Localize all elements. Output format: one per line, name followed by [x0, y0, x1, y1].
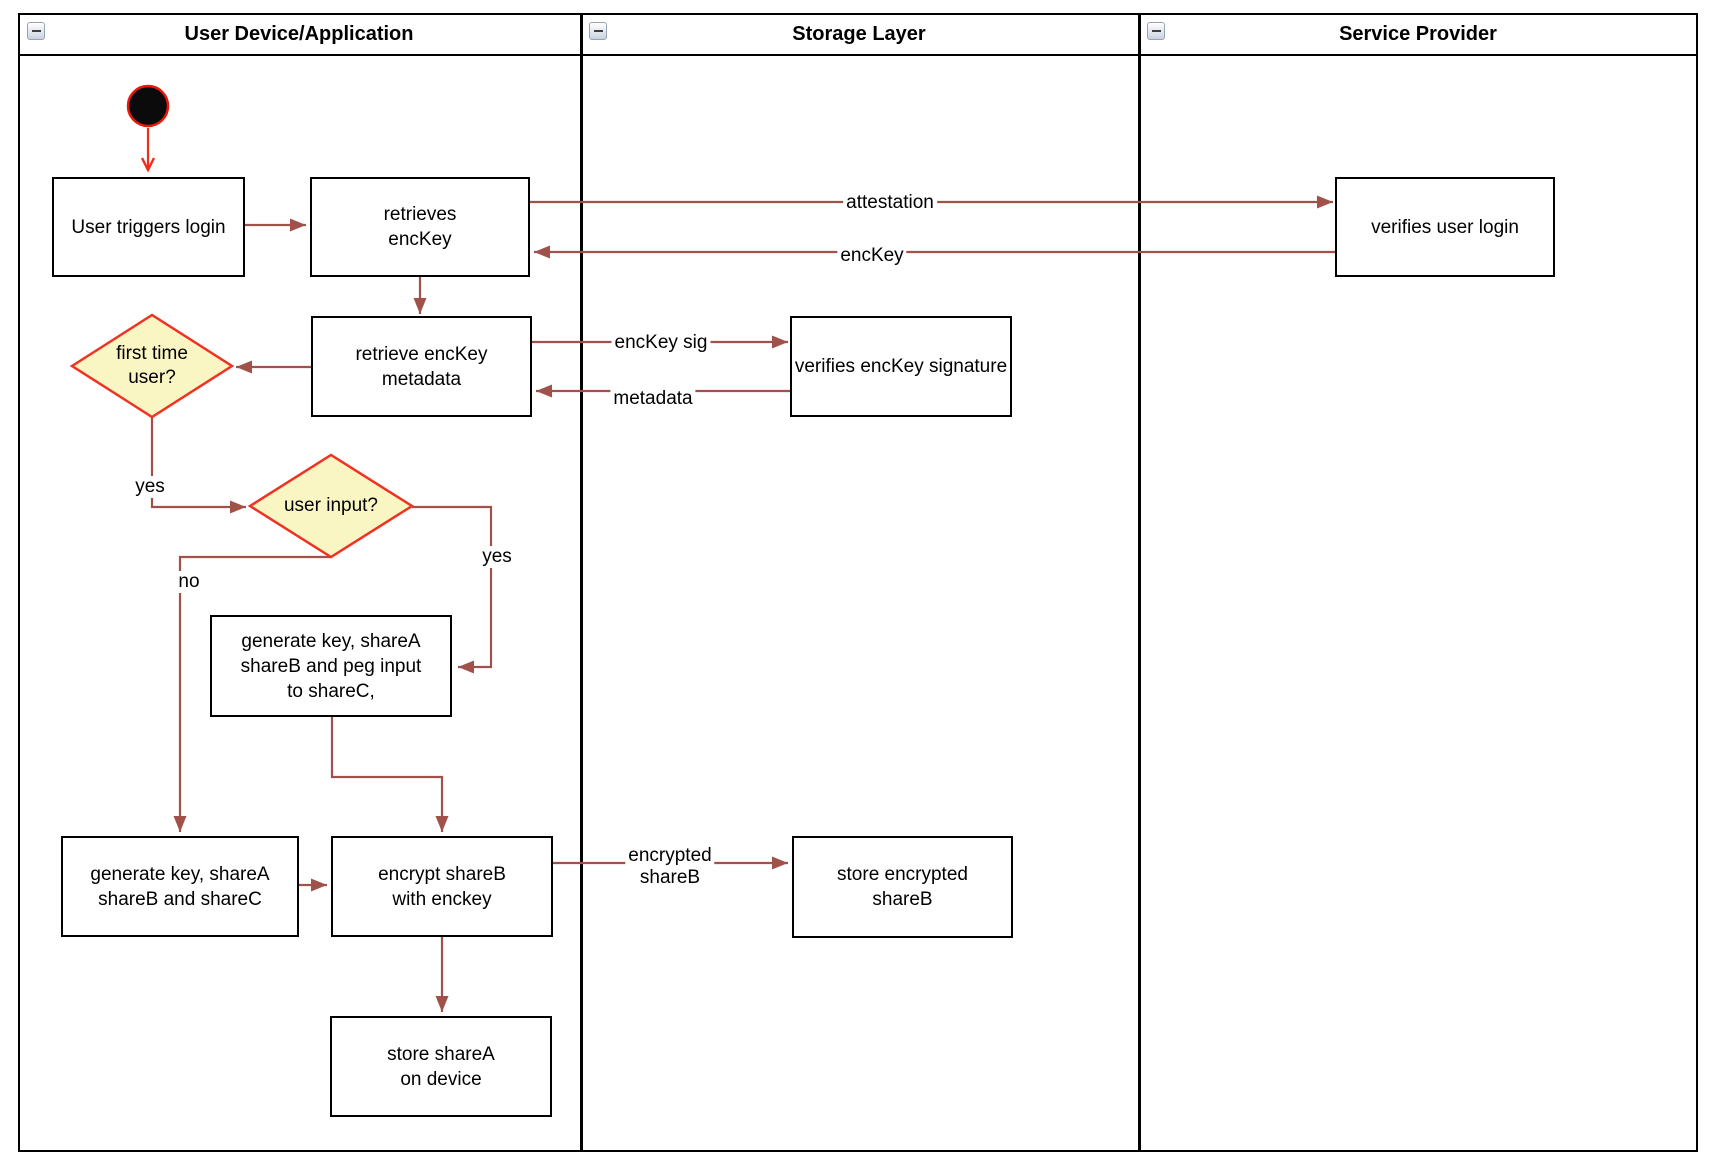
- pool-frame: [18, 13, 1698, 1152]
- edge-peg-to-encrypt: [330, 717, 449, 832]
- lane-title-service-provider: Service Provider: [1339, 23, 1497, 45]
- decision-user-input-label: user input?: [283, 495, 378, 516]
- start-node[interactable]: [126, 84, 170, 128]
- edge-label-encrypted-shareb: encrypted shareB: [625, 845, 715, 889]
- lane-header-storage-layer: Storage Layer: [580, 13, 1138, 56]
- lane-divider-1: [580, 13, 583, 1152]
- minus-icon: [31, 29, 41, 33]
- lane-divider-2: [1138, 13, 1141, 1152]
- collapse-icon[interactable]: [27, 22, 45, 40]
- edge-label-attestation: attestation: [843, 192, 937, 214]
- edge-label-first-time-yes: yes: [132, 476, 168, 498]
- lane-header-service-provider: Service Provider: [1138, 13, 1698, 56]
- collapse-icon[interactable]: [1147, 22, 1165, 40]
- edge-user-input-no: [173, 555, 332, 832]
- edge-label-user-input-no: no: [175, 571, 203, 593]
- node-verifies-user-login[interactable]: verifies user login: [1335, 177, 1555, 277]
- edge-first-time-yes: [150, 417, 246, 514]
- edge-label-user-input-yes: yes: [479, 546, 515, 568]
- lane-header-separator: [18, 53, 1698, 56]
- decision-user-input[interactable]: [247, 453, 415, 559]
- node-retrieve-enckey-metadata[interactable]: retrieve encKey metadata: [311, 316, 532, 417]
- minus-icon: [1151, 29, 1161, 33]
- node-generate-key-peg-input[interactable]: generate key, shareA shareB and peg inpu…: [210, 615, 452, 717]
- lane-title-user-device: User Device/Application: [184, 23, 414, 45]
- minus-icon: [593, 29, 603, 33]
- collapse-icon[interactable]: [589, 22, 607, 40]
- node-encrypt-shareb[interactable]: encrypt shareB with enckey: [331, 836, 553, 937]
- node-user-triggers-login[interactable]: User triggers login: [52, 177, 245, 277]
- lane-title-storage-layer: Storage Layer: [792, 23, 926, 45]
- node-generate-key-shareabc[interactable]: generate key, shareA shareB and shareC: [61, 836, 299, 937]
- node-retrieves-enckey[interactable]: retrieves encKey: [310, 177, 530, 277]
- node-verifies-enckey-signature[interactable]: verifies encKey signature: [790, 316, 1012, 417]
- edge-label-enckey: encKey: [837, 245, 907, 267]
- decision-first-time-user-label: first time user?: [116, 343, 188, 388]
- edge-user-input-yes: [412, 505, 493, 674]
- node-store-encrypted-shareb[interactable]: store encrypted shareB: [792, 836, 1013, 938]
- edge-label-enckey-sig: encKey sig: [611, 332, 711, 354]
- node-store-sharea-on-device[interactable]: store shareA on device: [330, 1016, 552, 1117]
- edge-label-metadata: metadata: [610, 388, 696, 410]
- decision-first-time-user[interactable]: [69, 313, 235, 419]
- lane-header-user-device: User Device/Application: [18, 13, 580, 56]
